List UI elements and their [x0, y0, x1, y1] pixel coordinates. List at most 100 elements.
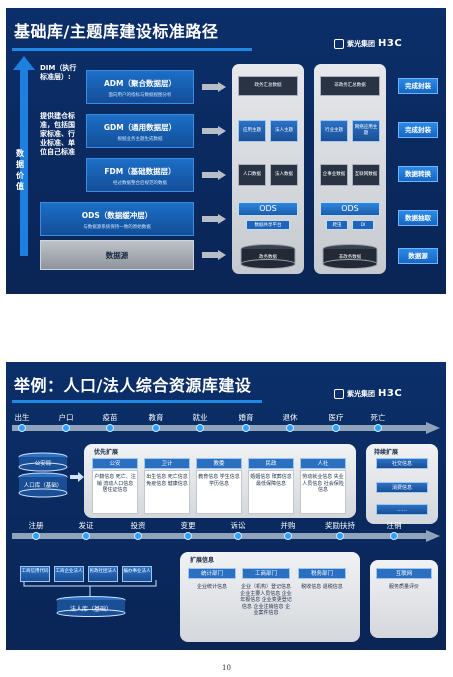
priority-dept-body: 出生信息 死亡信息 免疫信息 健康信息 [146, 474, 188, 487]
unisplendour-icon [334, 388, 344, 399]
timeline-event-label: 变更 [180, 521, 196, 530]
priority-dept-header: 卫计 [144, 458, 190, 469]
standard-label: 提供建仓标准，包括国家标准、行业标准、单位自己标准 [40, 112, 75, 156]
priority-dept-body: 劳动就业信息 失业人员信息 社会保险信息 [302, 474, 344, 493]
brand-logo: 紫光集团 H3C [334, 388, 402, 399]
timeline-event-dot [32, 532, 40, 540]
nongov-ods: ODS [320, 202, 380, 216]
title-underline [12, 48, 252, 51]
nongov-crawler: 爬虫 [326, 220, 348, 230]
legal-base-label: 法人库（基础） [69, 606, 112, 613]
legal-source-box: 民政社团法人 [88, 566, 118, 582]
legal-source-box: 工商信用代码 [20, 566, 50, 582]
priority-title: 优先扩展 [94, 449, 119, 456]
timeline-event-label: 注册 [28, 521, 44, 530]
priority-dept-card [300, 470, 346, 514]
nongov-web-theme: 网络应用主题 [352, 120, 380, 142]
expanded-title: 扩展信息 [190, 557, 215, 564]
layer-source: 数据源 [40, 240, 194, 270]
arrow-right-icon [70, 472, 84, 482]
priority-dept-header: 民政 [248, 458, 294, 469]
nongov-summary-cell: 非政务汇总数据 [320, 76, 380, 96]
nongov-di: DI [352, 220, 374, 230]
timeline-event-dot [134, 532, 142, 540]
action-encapsulate-gdm: 完成封装 [398, 122, 438, 138]
layer-gdm-name: GDM（通用数据层） [103, 123, 177, 132]
arrow-right-icon [202, 214, 226, 224]
priority-dept-body: 户籍信息 死亡、注销 流动人口信息 居住证信息 [94, 474, 136, 493]
sustained-title: 持续扩展 [374, 449, 399, 456]
legal-source-box: 工商企业法人 [54, 566, 84, 582]
gov-legal-theme: 法人主题 [270, 120, 298, 142]
timeline-event-dot [106, 424, 114, 432]
slide-title: 举例：人口/法人综合资源库建设 [14, 376, 252, 395]
timeline-event-dot [234, 532, 242, 540]
timeline-event-label: 出生 [14, 413, 30, 422]
layer-adm: ADM（聚合数据层） 面向用户的指标与数据视图分析 [86, 70, 194, 104]
priority-dept-header: 公安 [92, 458, 138, 469]
timeline-event-label: 诉讼 [230, 521, 246, 530]
priority-dept-card [92, 470, 138, 514]
timeline-event-label: 奖励扶持 [325, 521, 355, 530]
police-database-icon [18, 452, 68, 498]
layer-adm-sub: 面向用户的指标与数据视图分析 [108, 93, 172, 98]
brand-name: 紫光集团 [347, 39, 375, 48]
timeline-event-label: 疫苗 [102, 413, 118, 422]
timeline-event-dot [184, 532, 192, 540]
nongov-enterprise-data: 企事业数据 [320, 164, 348, 186]
priority-dept-header: 人社 [300, 458, 346, 469]
timeline-event-label: 发证 [78, 521, 94, 530]
timeline-event-dot [286, 424, 294, 432]
timeline-event-label: 教育 [148, 413, 164, 422]
timeline-event-dot [332, 424, 340, 432]
timeline-event-dot [18, 424, 26, 432]
legal-source-box: 编办事业法人 [122, 566, 152, 582]
gov-legal-data: 法人数据 [270, 164, 298, 186]
timeline-event-dot [196, 424, 204, 432]
brand-h3c: H3C [378, 388, 403, 399]
timeline-event-label: 户口 [58, 413, 74, 422]
expanded-info-panel [180, 552, 360, 642]
arrow-right-icon [202, 126, 226, 136]
arrow-right-icon [202, 250, 226, 260]
action-encapsulate-adm: 完成封装 [398, 78, 438, 94]
social-info-item: 社交信息 [376, 458, 428, 469]
expanded-dept-body: 税收信息 退税信息 [301, 584, 343, 590]
nongov-internet-data: 互联网数据 [352, 164, 380, 186]
population-base-label: 人口库（基础） [23, 483, 63, 489]
nongov-data-label: 非政务数据 [338, 255, 362, 260]
legal-bracket-icon [23, 580, 157, 596]
expanded-dept-header: 工商部门 [242, 568, 290, 579]
police-label: 公安局 [34, 461, 52, 467]
layer-source-name: 数据源 [105, 251, 129, 260]
layer-gdm: GDM（通用数据层） 根据业务主题生成数据 [86, 114, 194, 148]
data-value-label: 数据价值 [16, 149, 24, 191]
timeline-event-dot [284, 532, 292, 540]
gov-data-label: 政务数据 [259, 255, 277, 260]
gov-ods: ODS [238, 202, 298, 216]
expanded-dept-body: 企业统计信息 [196, 584, 227, 590]
consumption-info-item: 消费信息 [376, 482, 428, 493]
layer-ods: ODS（数据缓冲层） 与数据源系统保持一致的原始数据 [40, 202, 194, 236]
timeline-event-label: 就业 [192, 413, 208, 422]
priority-dept-body: 教育信息 学生信息 学历信息 [198, 474, 240, 487]
expanded-dept-header: 统计部门 [188, 568, 236, 579]
gov-share-platform: 数据共享平台 [246, 220, 290, 230]
internet-header: 互联网 [376, 568, 432, 579]
brand-h3c: H3C [378, 38, 403, 49]
title-underline [12, 400, 262, 403]
layer-gdm-sub: 根据业务主题生成数据 [117, 137, 163, 142]
timeline-event-label: 投资 [130, 521, 146, 530]
timeline-event-dot [336, 532, 344, 540]
priority-dept-body: 婚姻信息 殡葬信息 最低保障信息 [250, 474, 292, 487]
gov-database-icon [240, 244, 296, 269]
brand-name: 紫光集团 [347, 389, 375, 398]
timeline-event-dot [242, 424, 250, 432]
layer-adm-name: ADM（聚合数据层） [104, 79, 176, 88]
life-timeline-arrow [12, 422, 440, 434]
timeline-event-label: 并购 [280, 521, 296, 530]
priority-dept-card [248, 470, 294, 514]
business-timeline-arrow [12, 530, 440, 542]
nongov-database-icon [322, 244, 378, 269]
slide-population-legal-db: 举例：人口/法人综合资源库建设 紫光集团 H3C 公安局 人口库（基础） 优先扩… [6, 362, 446, 650]
